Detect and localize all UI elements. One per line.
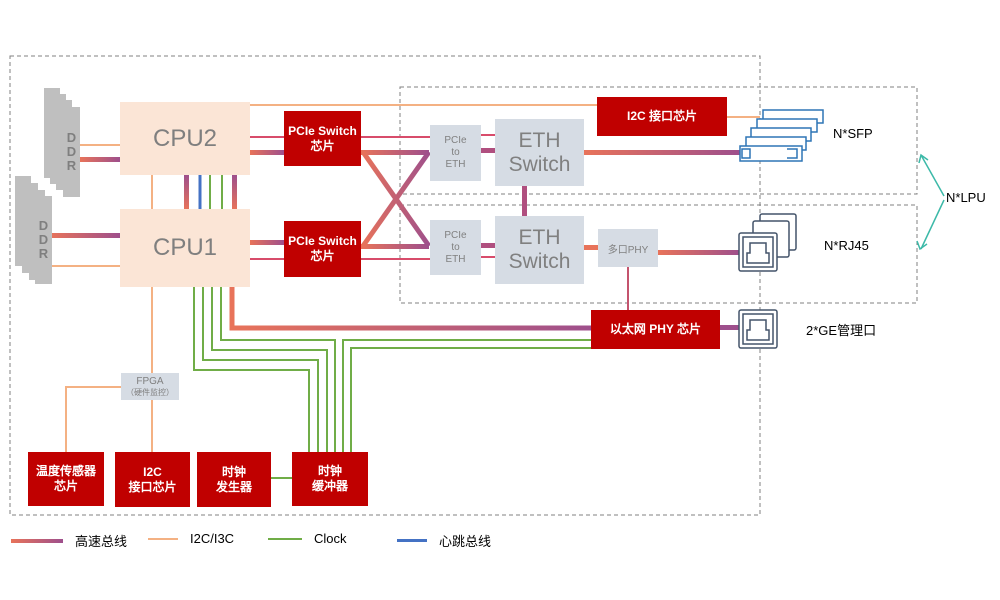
cpu2-block: CPU2 (120, 102, 250, 175)
main-board-frame (9, 55, 761, 516)
pcie-switch-top: PCIe Switch 芯片 (284, 111, 361, 166)
ddr-module-cpu1: D D R (35, 196, 52, 284)
i2c-interface-chip-bottom: I2C 接口芯片 (115, 452, 190, 507)
cpu1-block: CPU1 (120, 209, 250, 287)
rj45-port-label: N*RJ45 (824, 238, 869, 253)
legend-heartbeat-bus: 心跳总线 (397, 531, 491, 550)
i2c-lines (50, 104, 760, 452)
temperature-sensor-chip: 温度传感器 芯片 (28, 452, 104, 506)
ethernet-phy-chip: 以太网 PHY 芯片 (591, 310, 720, 349)
high-speed-bus-lines (50, 134, 740, 331)
management-port-label: 2*GE管理口 (806, 323, 877, 338)
clock-buffer: 时钟 缓冲器 (292, 452, 368, 506)
lpu-arrows (916, 153, 945, 251)
clock-lines (193, 175, 591, 479)
clock-generator: 时钟 发生器 (197, 452, 271, 507)
i2c-interface-chip-top: I2C 接口芯片 (597, 97, 727, 136)
management-port-icon (738, 309, 778, 349)
eth-switch-bottom: ETH Switch (495, 216, 584, 284)
legend-clock: Clock (268, 531, 347, 546)
legend-high-speed-bus: 高速总线 (11, 531, 127, 550)
ddr-module-cpu2: D D R (63, 107, 80, 197)
eth-switch-top: ETH Switch (495, 119, 584, 186)
pcie-switch-bottom: PCIe Switch 芯片 (284, 221, 361, 277)
lpu-frame-top (399, 86, 918, 195)
pcie-to-eth-bottom: PCIe to ETH (430, 220, 481, 275)
multi-port-phy: 多口PHY (598, 229, 658, 267)
rj45-icon (738, 213, 797, 272)
pcie-to-eth-top: PCIe to ETH (430, 125, 481, 181)
legend-swatch-i2c (148, 537, 178, 540)
fpga-hardware-monitor: FPGA （硬件监控） (121, 373, 179, 400)
legend-i2c: I2C/I3C (148, 531, 234, 546)
sfp-port-label: N*SFP (833, 126, 873, 141)
legend-swatch-clock (268, 537, 302, 540)
lpu-label: N*LPU (946, 190, 986, 205)
legend-swatch-high-speed (11, 538, 63, 543)
legend-swatch-heartbeat (397, 539, 427, 542)
sfp-icon (739, 109, 824, 162)
